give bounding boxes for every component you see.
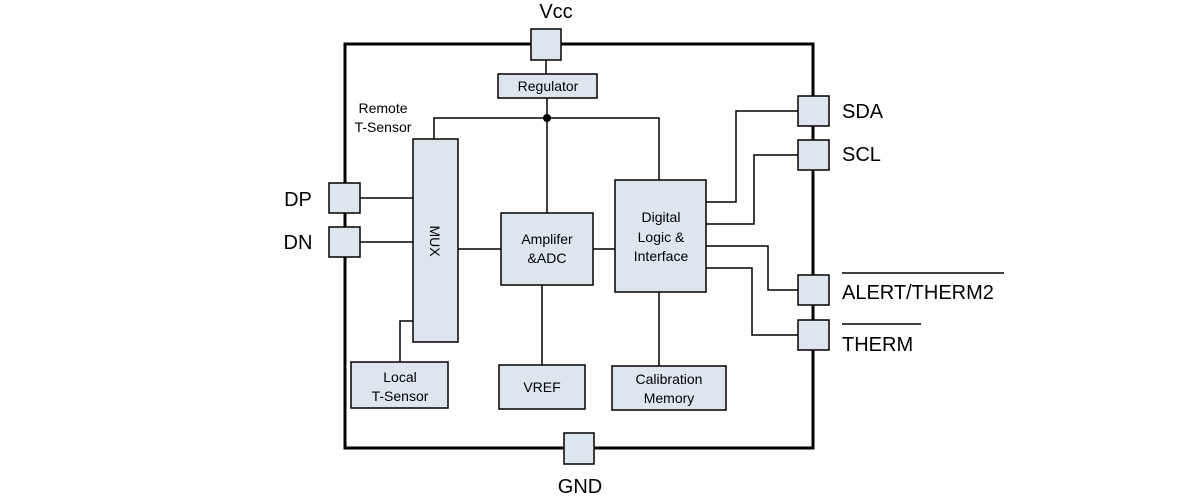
calibration-label-line1: Calibration — [636, 371, 703, 387]
pin-vcc — [530, 28, 562, 61]
local-label-line1: Local — [383, 369, 416, 385]
pin-alert — [797, 274, 830, 306]
pin-gnd — [563, 432, 595, 465]
dp-label: DP — [284, 189, 312, 211]
amplifier-label-line1: Amplifer — [521, 231, 573, 247]
calibration-memory-block — [611, 365, 727, 411]
dn-label: DN — [284, 232, 313, 254]
junction-dot — [543, 114, 551, 122]
pin-scl — [797, 139, 830, 171]
digital-label-line2: Logic & — [638, 229, 685, 245]
mux-block — [412, 138, 459, 343]
calibration-label-line2: Memory — [644, 390, 695, 406]
alert-therm2-label: ALERT/THERM2 — [842, 282, 994, 304]
regulator-label: Regulator — [518, 78, 579, 94]
pin-dp — [328, 182, 361, 214]
therm-label: THERM — [842, 334, 913, 356]
wires — [360, 60, 798, 366]
amplifier-adc-block — [500, 212, 594, 286]
local-label-line2: T-Sensor — [372, 388, 429, 404]
mux-label: MUX — [427, 225, 443, 257]
pin-dn — [328, 226, 361, 258]
remote-label-line2: T-Sensor — [355, 119, 412, 135]
digital-label-line1: Digital — [642, 209, 681, 225]
digital-label-line3: Interface — [634, 248, 689, 264]
vcc-label: Vcc — [539, 1, 572, 23]
pin-therm — [797, 319, 830, 351]
vref-label: VREF — [523, 379, 560, 395]
amplifier-label-line2: &ADC — [528, 250, 567, 266]
regulator-block — [497, 73, 598, 99]
local-sensor-block — [350, 361, 449, 409]
pin-sda — [797, 95, 830, 127]
scl-label: SCL — [842, 144, 881, 166]
vref-block — [498, 364, 586, 410]
sda-label: SDA — [842, 101, 884, 123]
digital-logic-block — [614, 179, 707, 293]
gnd-label: GND — [558, 476, 602, 498]
remote-label-line1: Remote — [358, 100, 407, 116]
